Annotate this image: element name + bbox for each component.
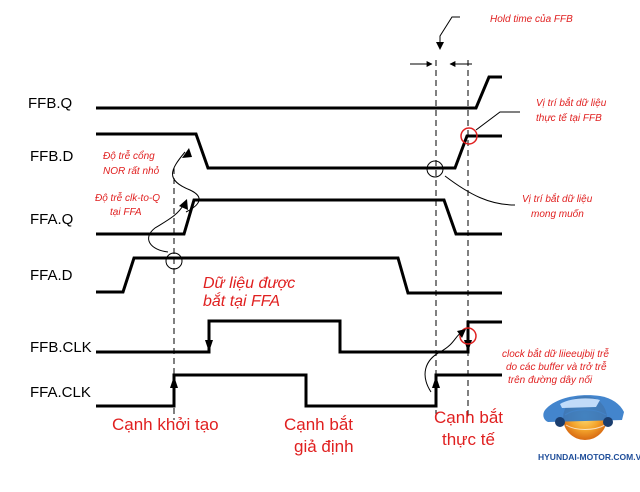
actual-ffb-note-line2: thực tế tại FFB — [536, 112, 602, 124]
label-ffb-clk: FFB.CLK — [30, 339, 92, 356]
hold-time-note: Hold time của FFB — [490, 13, 573, 25]
label-ffb-q: FFB.Q — [28, 95, 72, 112]
assumed-edge-label-line2: giả định — [294, 437, 354, 456]
circle-ffb-clk-actual — [459, 327, 477, 345]
actual-ffb-leader — [475, 111, 520, 131]
assumed-edge-label-line1: Cạnh bắt — [284, 415, 353, 434]
label-ffb-d: FFB.D — [30, 148, 73, 165]
circle-ffb-d-actual — [460, 127, 478, 145]
circle-ffa-d-capture — [165, 252, 183, 270]
nor-delay-arrow — [182, 148, 192, 158]
hyundai-motor-logo: HYUNDAI-MOTOR.COM.VN — [538, 395, 640, 462]
actual-edge-label-line2: thực tế — [442, 430, 496, 449]
captured-note-line1: Dữ liệu được — [203, 275, 295, 292]
logo-text: HYUNDAI-MOTOR.COM.VN — [538, 452, 640, 462]
nor-delay-note-line1: Độ trễ cổng — [103, 149, 155, 162]
label-ffa-d: FFA.D — [30, 267, 73, 284]
actual-edge-label-line1: Cạnh bắt — [434, 408, 503, 427]
hold-time-leader — [439, 16, 460, 44]
clock-buffer-note-line1: clock bắt dữ liieeujbij trễ — [502, 347, 609, 360]
actual-ffb-note-line1: Vị trí bắt dữ liệu — [536, 96, 607, 109]
waveform-ffa-q — [96, 198, 502, 236]
clock-buffer-note-line3: trên đường dây nối — [508, 374, 593, 386]
desired-note-line2: mong muốn — [531, 208, 584, 220]
clock-buffer-squiggle — [424, 331, 463, 393]
clk-to-q-arrow — [179, 199, 188, 210]
clock-buffer-note-line2: do các buffer và trở trễ — [506, 360, 607, 373]
desired-note-line1: Vị trí bắt dữ liệu — [522, 192, 593, 205]
hold-time-arrow-down — [436, 42, 444, 50]
clk-to-q-squiggle — [148, 203, 185, 253]
waveform-ffb-d — [96, 132, 502, 170]
waveform-ffb-clk — [96, 319, 502, 354]
desired-leader — [444, 175, 516, 206]
waveform-ffa-clk — [96, 373, 502, 408]
label-ffa-q: FFA.Q — [30, 211, 73, 228]
logo-car-icon — [543, 395, 624, 422]
clk-to-q-note-line1: Độ trễ clk-to-Q — [95, 191, 160, 204]
clk-to-q-note-line2: tại FFA — [110, 207, 142, 218]
captured-note-line2: bắt tại FFA — [203, 291, 280, 310]
waveform-ffa-d — [96, 256, 502, 295]
nor-delay-squiggle — [172, 151, 200, 213]
init-edge-label: Cạnh khởi tạo — [112, 415, 219, 434]
label-ffa-clk: FFA.CLK — [30, 384, 91, 401]
circle-ffb-d-desired — [426, 160, 444, 178]
clock-buffer-arrow — [457, 329, 466, 338]
nor-delay-note-line2: NOR rất nhỏ — [103, 165, 160, 177]
waveform-ffb-q — [96, 75, 502, 110]
ffb-clk-edge-arrow-1 — [205, 340, 213, 352]
